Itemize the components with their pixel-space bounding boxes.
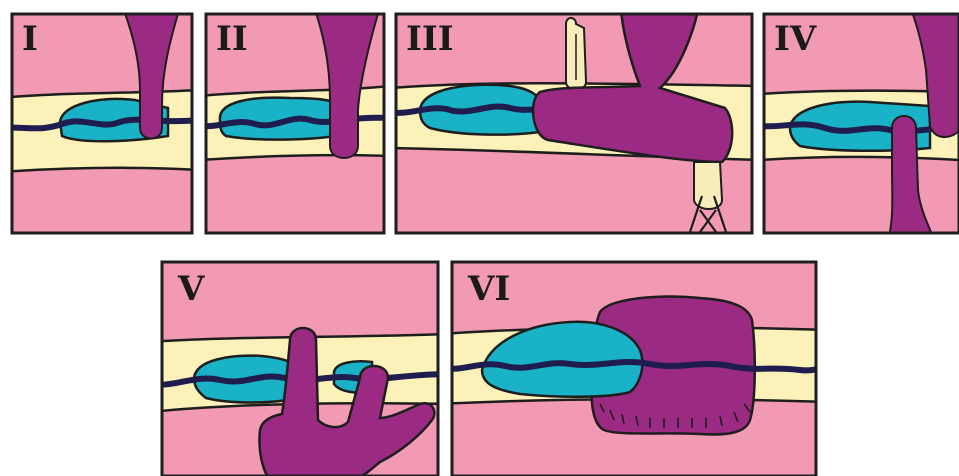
panel-6-label: VI xyxy=(467,269,510,309)
panel-3: III xyxy=(390,0,760,233)
panel-4: IV xyxy=(760,0,959,240)
panel-6: VI xyxy=(440,262,830,476)
panel-1-label: I xyxy=(22,19,38,59)
panel-2-label: II xyxy=(216,19,248,59)
panel-5-label: V xyxy=(177,269,205,309)
panel-2: II xyxy=(200,0,390,233)
panel-5: V xyxy=(150,262,450,476)
panel-2-sac xyxy=(220,98,345,140)
panel-4-label: IV xyxy=(774,19,817,59)
panel-3-lower-instrument xyxy=(694,162,722,209)
panel-1: I xyxy=(0,0,200,233)
panel-3-label: III xyxy=(406,19,454,59)
